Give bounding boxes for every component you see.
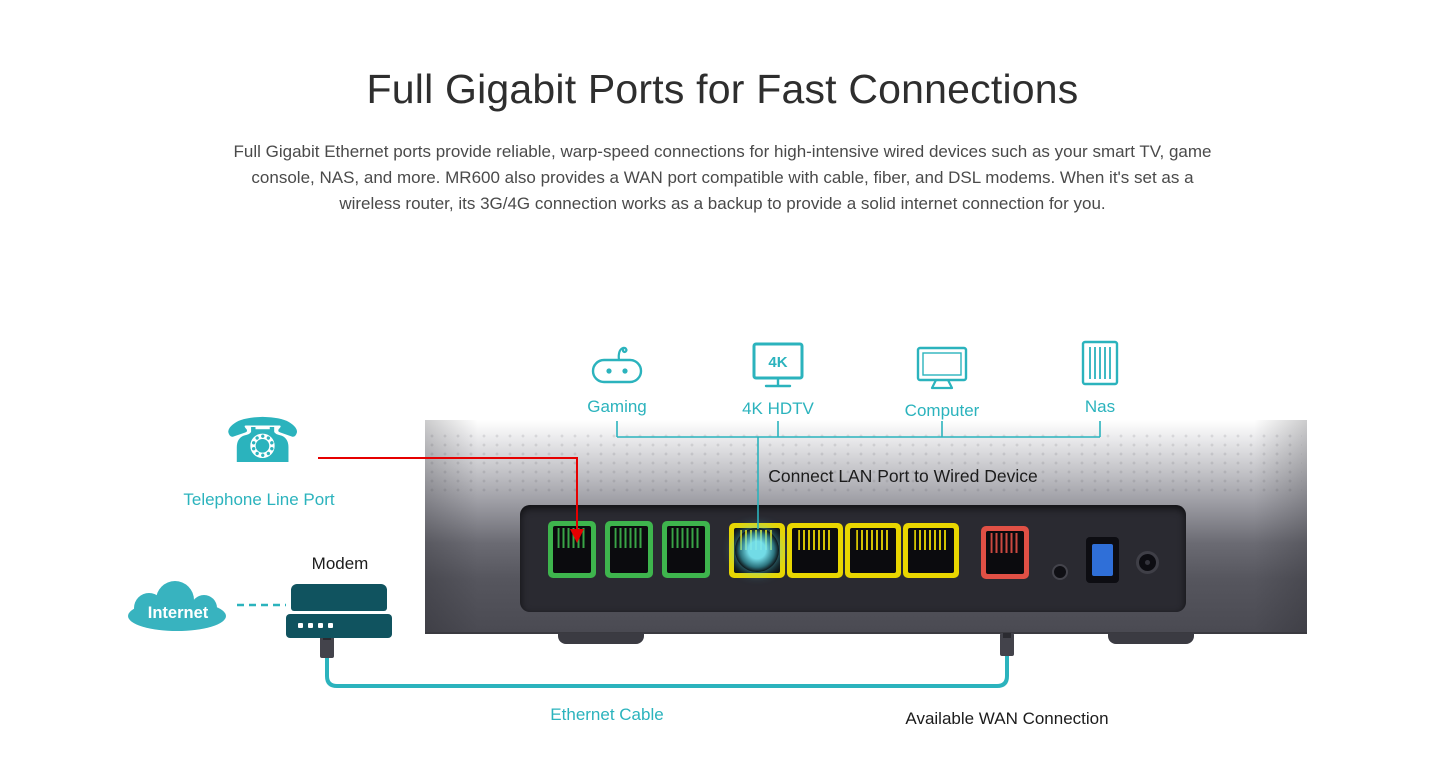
cable-plug-router bbox=[1000, 633, 1014, 656]
lan-port-4 bbox=[903, 523, 959, 578]
wan-port bbox=[981, 526, 1029, 579]
usb-tongue bbox=[1092, 544, 1113, 576]
power-jack bbox=[1136, 551, 1159, 574]
device-label: 4K HDTV bbox=[742, 399, 814, 418]
tel-port-1 bbox=[548, 521, 596, 578]
device-label: Nas bbox=[1084, 397, 1116, 416]
tel-port-2 bbox=[605, 521, 653, 578]
modem-device-top bbox=[291, 584, 387, 611]
port-pins bbox=[990, 533, 1020, 553]
gaming-icon bbox=[591, 346, 643, 384]
device-4k-hdtv: 4K 4K HDTV bbox=[713, 340, 843, 419]
router-foot-right bbox=[1108, 633, 1194, 644]
device-nas: Nas bbox=[1035, 338, 1165, 417]
reset-button bbox=[1052, 564, 1068, 580]
lan-port-highlight bbox=[735, 528, 779, 572]
lan-port-3 bbox=[845, 523, 901, 578]
computer-icon bbox=[916, 346, 968, 390]
lan-port-2 bbox=[787, 523, 843, 578]
ethernet-cable-line bbox=[325, 653, 1009, 688]
modem-led bbox=[308, 623, 313, 628]
tv-icon: 4K bbox=[752, 342, 804, 388]
available-wan-label: Available WAN Connection bbox=[905, 709, 1109, 728]
device-label: Gaming bbox=[587, 397, 647, 416]
port-pins bbox=[856, 530, 890, 550]
port-pins bbox=[671, 528, 701, 548]
cable-plug-modem bbox=[320, 635, 334, 658]
port-pins bbox=[614, 528, 644, 548]
device-gaming: Gaming bbox=[552, 338, 682, 417]
router-foot-left bbox=[558, 633, 644, 644]
connect-lan-label: Connect LAN Port to Wired Device bbox=[768, 466, 1038, 486]
tel-port-3 bbox=[662, 521, 710, 578]
modem-led bbox=[298, 623, 303, 628]
ethernet-cable-label: Ethernet Cable bbox=[550, 705, 664, 724]
internet-label: Internet bbox=[148, 604, 209, 622]
power-pin bbox=[1145, 560, 1150, 565]
tv-badge: 4K bbox=[768, 354, 787, 371]
device-computer: Computer bbox=[877, 342, 1007, 421]
page-description: Full Gigabit Ethernet ports provide reli… bbox=[233, 142, 1212, 213]
device-label: Computer bbox=[904, 401, 980, 420]
port-pins bbox=[914, 530, 948, 550]
usb-port bbox=[1086, 537, 1119, 583]
telephone-icon: ☎ bbox=[224, 404, 302, 477]
modem-label: Modem bbox=[311, 554, 369, 573]
modem-led bbox=[318, 623, 323, 628]
port-pins bbox=[557, 528, 587, 548]
internet-cloud: Internet bbox=[128, 581, 226, 631]
modem-device-base bbox=[286, 614, 392, 638]
nas-icon bbox=[1081, 340, 1119, 386]
telephone-line-port-label: Telephone Line Port bbox=[183, 490, 335, 509]
port-pins bbox=[798, 530, 832, 550]
modem-led bbox=[328, 623, 333, 628]
page-title: Full Gigabit Ports for Fast Connections bbox=[366, 66, 1079, 112]
cloud-shape bbox=[128, 581, 226, 631]
